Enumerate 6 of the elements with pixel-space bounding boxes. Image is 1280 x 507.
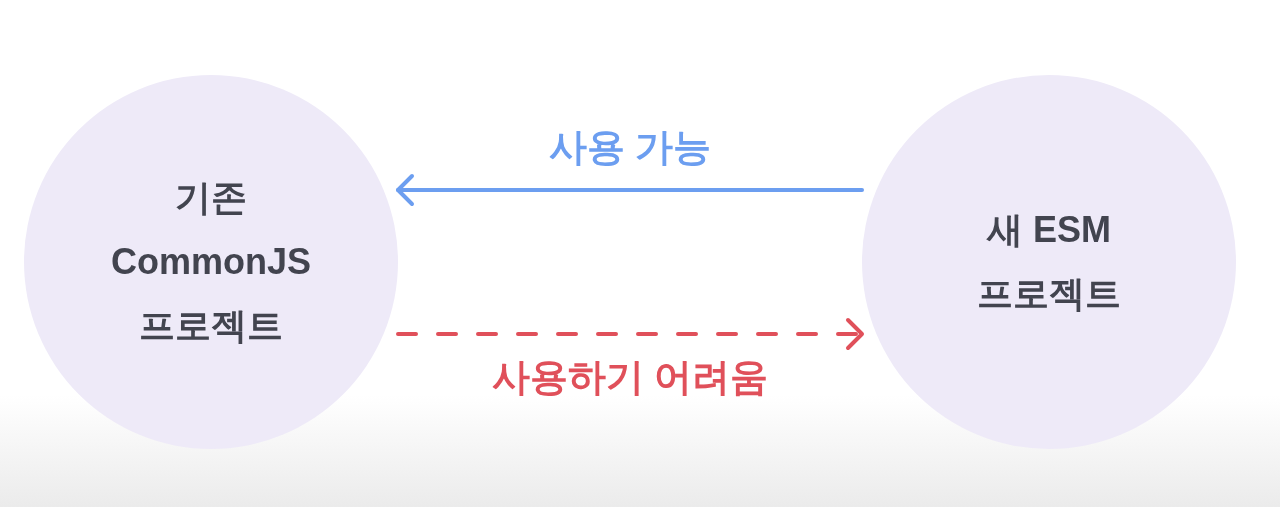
edge-label: 사용하기 어려움 <box>491 355 769 400</box>
edge-label: 사용 가능 <box>548 125 712 170</box>
arrow <box>396 174 864 206</box>
node-label: 기존 CommonJS 프로젝트 <box>110 176 312 348</box>
dashed-arrow <box>396 318 864 350</box>
node-label: 새 ESM 프로젝트 <box>976 208 1122 316</box>
